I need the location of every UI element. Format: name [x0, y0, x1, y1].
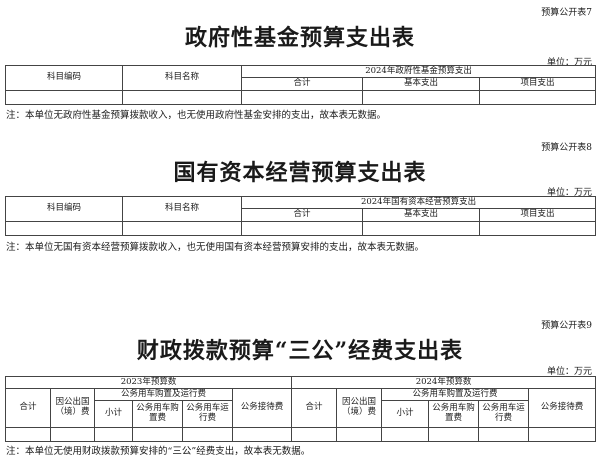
header-subject-code: 科目编码: [5, 65, 123, 91]
page-title-government-fund: 政府性基金预算支出表: [184, 25, 415, 51]
header-total: 合计: [241, 77, 363, 91]
header-subject-name: 科目名称: [122, 65, 242, 91]
header-subtotal-2023: 小计: [94, 400, 133, 428]
table-row: [5, 427, 597, 442]
page-title-state-capital: 国有资本经营预算支出表: [173, 160, 427, 186]
header-total-2024: 合计: [291, 388, 338, 428]
table-number-7: 预算公开表7: [541, 8, 592, 18]
table-row: [5, 90, 597, 105]
page-title-three-public: 财政拨款预算“三公”经费支出表: [136, 338, 464, 364]
table-note: 注：本单位无国有资本经营预算拨款收入，也无使用国有资本经营预算安排的支出，故本表…: [6, 242, 425, 253]
header-reception-2024: 公务接待费: [528, 388, 597, 428]
table-note: 注：本单位无使用财政拨款预算安排的“三公”经费支出，故本表无数据。: [6, 446, 311, 457]
header-budget-group: 2024年政府性基金预算支出: [240, 65, 597, 78]
table-number-9: 预算公开表9: [541, 321, 592, 331]
header-year-2023: 2023年预算数: [4, 376, 293, 389]
header-reception-2023: 公务接待费: [231, 388, 293, 428]
unit-label: 单位：万元: [546, 58, 592, 68]
header-vehicle-group-2024: 公务用车购置及运行费: [381, 388, 530, 401]
header-subject-code: 科目编码: [5, 196, 123, 222]
state-capital-table: 科目编码 科目名称 2024年国有资本经营预算支出 合计 基本支出 项目支出: [5, 196, 597, 236]
header-subject-name: 科目名称: [122, 196, 242, 222]
header-travel-abroad-2023: 因公出国（境）费: [50, 388, 95, 428]
unit-label: 单位：万元: [546, 367, 592, 377]
header-project-expense: 项目支出: [478, 77, 597, 91]
table-number-8: 预算公开表8: [541, 143, 592, 153]
unit-label: 单位：万元: [546, 188, 592, 198]
table-note: 注：本单位无政府性基金预算拨款收入，也无使用政府性基金安排的支出，故本表无数据。: [6, 110, 387, 121]
header-subtotal-2024: 小计: [381, 400, 430, 428]
government-fund-table: 科目编码 科目名称 2024年政府性基金预算支出 合计 基本支出 项目支出: [5, 65, 597, 105]
header-year-2024: 2024年预算数: [291, 376, 597, 389]
table-row: [5, 221, 597, 236]
header-basic-expense: 基本支出: [362, 208, 480, 222]
header-budget-group: 2024年国有资本经营预算支出: [240, 196, 597, 209]
three-public-expense-table: 2023年预算数 2024年预算数 合计 因公出国（境）费 公务用车购置及运行费…: [4, 376, 597, 442]
header-vehicle-operation-2023: 公务用车运行费: [182, 400, 233, 428]
header-travel-abroad-2024: 因公出国（境）费: [336, 388, 383, 428]
header-vehicle-operation-2024: 公务用车运行费: [478, 400, 530, 428]
header-total-2023: 合计: [5, 388, 51, 428]
header-vehicle-purchase-2023: 公务用车购置费: [132, 400, 183, 428]
header-total: 合计: [241, 208, 363, 222]
header-project-expense: 项目支出: [478, 208, 597, 222]
header-vehicle-purchase-2024: 公务用车购置费: [428, 400, 480, 428]
header-basic-expense: 基本支出: [362, 77, 480, 91]
header-vehicle-group-2023: 公务用车购置及运行费: [94, 388, 233, 401]
